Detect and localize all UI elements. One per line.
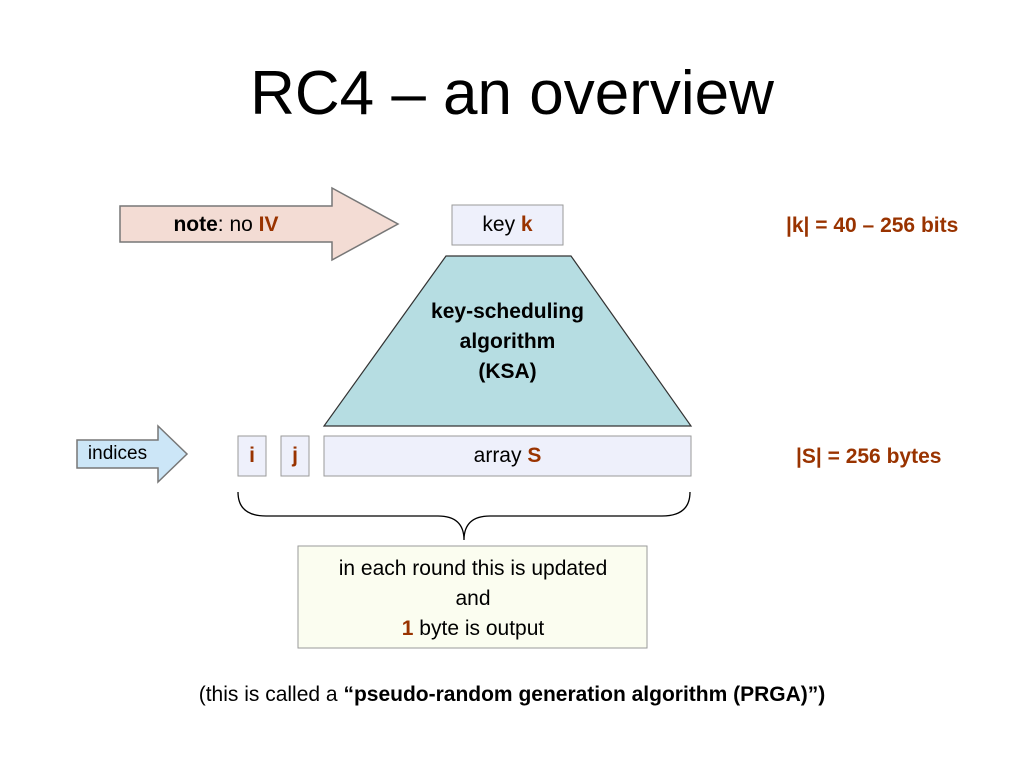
- key-size-label: |k| = 40 – 256 bits: [786, 214, 959, 237]
- array-box-label: array S: [324, 436, 691, 476]
- array-var-text: S: [527, 444, 542, 467]
- ksa-line-2: algorithm: [459, 330, 556, 353]
- index-j-label: j: [292, 444, 298, 467]
- footer-caption: (this is called a “pseudo-random generat…: [0, 683, 1024, 707]
- indices-label: indices: [87, 443, 148, 464]
- note-arrow-label: note: no IV: [120, 213, 332, 237]
- curly-brace: [237, 491, 691, 541]
- array-prefix-text: array: [473, 444, 528, 467]
- key-box-shape: [451, 204, 564, 246]
- ksa-line-1: key-scheduling: [431, 300, 584, 323]
- note-iv-text: IV: [258, 213, 279, 236]
- footer-prefix: (this is called a: [198, 683, 344, 706]
- note-arrow-shape: [119, 186, 400, 262]
- round-note-line-3: 1 byte is output: [300, 614, 646, 644]
- round-note-rest: byte is output: [413, 617, 545, 640]
- array-size-label: |S| = 256 bytes: [796, 445, 942, 468]
- footer-quote: “pseudo-random generation algorithm (PRG…: [343, 683, 826, 706]
- ksa-label: key-scheduling algorithm (KSA): [400, 297, 615, 387]
- index-i-box: [237, 435, 267, 477]
- round-note-box: [297, 545, 648, 649]
- ksa-line-3: (KSA): [478, 360, 537, 383]
- round-note-line-2: and: [455, 587, 491, 610]
- page-title: RC4 – an overview: [250, 59, 774, 128]
- index-j-box: [280, 435, 310, 477]
- round-note-number: 1: [401, 617, 414, 640]
- note-sep-text: : no: [217, 213, 259, 236]
- indices-arrow-shape: [76, 424, 189, 484]
- index-i-label: i: [249, 444, 255, 467]
- ksa-trapezoid: [322, 255, 693, 427]
- key-var-text: k: [520, 213, 533, 236]
- round-note-text: in each round this is updated and 1 byte…: [300, 554, 646, 644]
- round-note-line-1: in each round this is updated: [338, 557, 608, 580]
- key-prefix-text: key: [482, 213, 521, 236]
- array-box-shape: [323, 435, 692, 477]
- key-box-label: key k: [452, 205, 563, 245]
- note-bold-text: note: [173, 213, 218, 236]
